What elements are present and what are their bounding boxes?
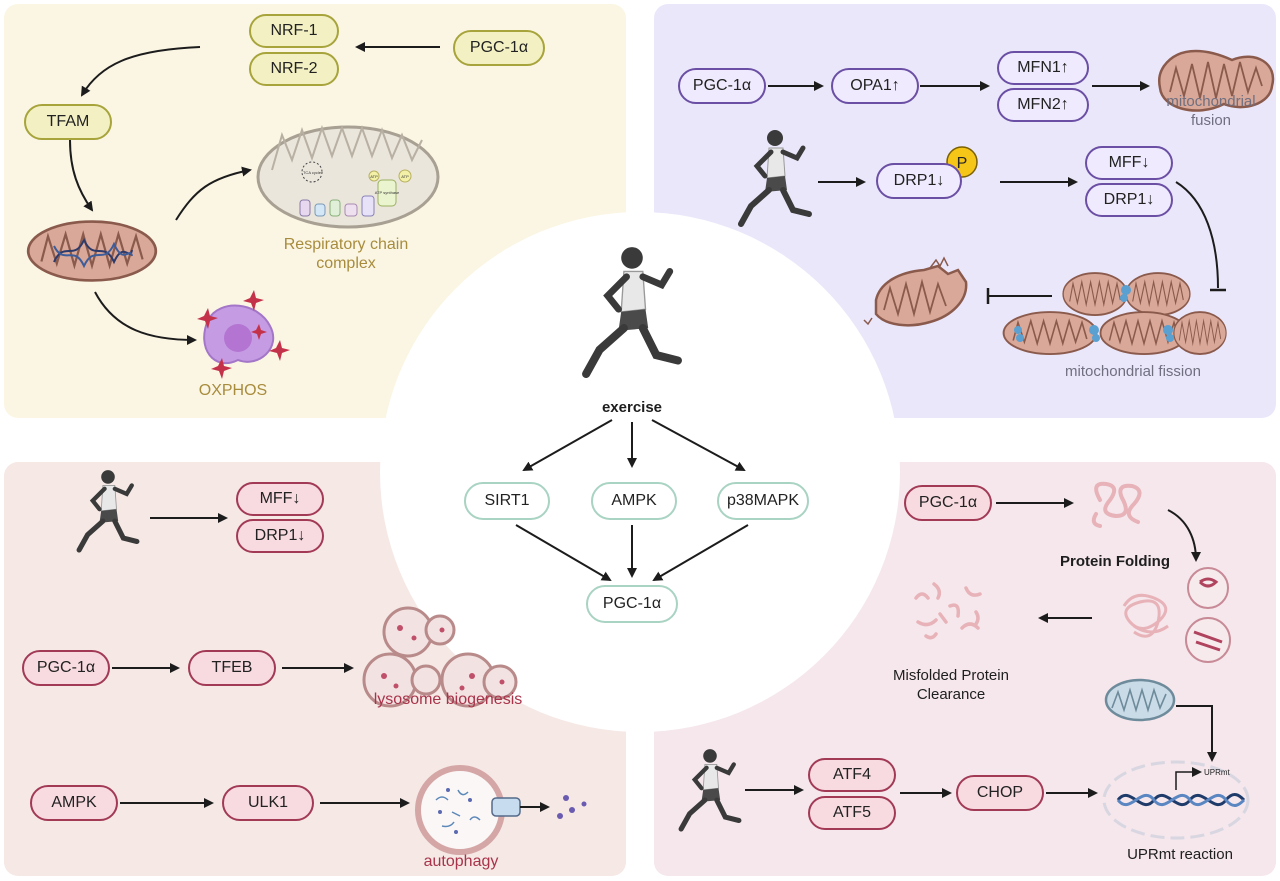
- folded-protein-icon: [1122, 567, 1231, 663]
- arrow-sirt1-to-pgc1a: [515, 524, 612, 582]
- phosphate-label: P: [957, 155, 968, 172]
- pgc1a-node-center: PGC-1α: [586, 585, 678, 623]
- misfolded-fragments-icon: [914, 582, 982, 640]
- pgc1a-node-br: PGC-1α: [904, 485, 992, 521]
- fusion-label: mitochondrial fusion: [1166, 93, 1256, 129]
- drp1-node-bl: DRP1↓: [236, 519, 324, 553]
- arrow-exercise-to-sirt1: [522, 419, 613, 471]
- protein-folding-label: Protein Folding: [1060, 553, 1170, 570]
- pgc1a-node-bl: PGC-1α: [22, 650, 110, 686]
- pgc1a-node-tr: PGC-1α: [678, 68, 766, 104]
- arrow-mito-to-resp-chain: [175, 166, 252, 221]
- arrow-mito-to-dna: [1176, 705, 1217, 762]
- ampk-node-bl: AMPK: [30, 785, 118, 821]
- exercise-label: exercise: [601, 399, 663, 416]
- arrow-nrf-to-tfam: [80, 46, 201, 97]
- arrow-mito-to-oxphos: [94, 291, 197, 345]
- sirt1-node: SIRT1: [464, 482, 550, 520]
- oxphos-icon: [197, 290, 290, 379]
- ampk-node-center: AMPK: [591, 482, 677, 520]
- atp-synthase-label: ATP synthase: [375, 190, 400, 195]
- dna-helix-icon: [1116, 793, 1246, 807]
- uprmt-mitochondrion-icon: [1104, 678, 1176, 722]
- fragmented-mitochondrion-icon: [863, 256, 968, 327]
- mff-node-bl: MFF↓: [236, 482, 324, 516]
- uprmt-small-label: UPRmt: [1204, 768, 1231, 777]
- respiratory-chain-mitochondrion-icon: [256, 124, 440, 229]
- fission-mitochondria-icon: [1002, 272, 1228, 356]
- arrow-exercise-to-p38: [651, 419, 746, 471]
- misfolded-clearance-label: Misfolded Protein Clearance: [893, 667, 1009, 703]
- mfn2-node: MFN2↑: [997, 88, 1089, 122]
- nrf1-node: NRF-1: [249, 14, 339, 48]
- arrow-folding-to-protein: [1167, 509, 1201, 562]
- ulk1-node: ULK1: [222, 785, 314, 821]
- arrow-tfam-to-mito: [69, 139, 94, 212]
- oxphos-label: OXPHOS: [198, 382, 268, 399]
- autophagy-label: autophagy: [423, 853, 499, 870]
- atf4-node: ATF4: [808, 758, 896, 792]
- mff-node-tr: MFF↓: [1085, 146, 1173, 180]
- runner-icon: [741, 130, 809, 224]
- arrow-p38-to-pgc1a: [652, 524, 749, 582]
- uprmt-reaction-label: UPRmt reaction: [1127, 846, 1233, 863]
- p38mapk-node: p38MAPK: [717, 482, 809, 520]
- autophagosome-icon: [415, 765, 587, 855]
- opa1-node: OPA1↑: [831, 68, 919, 104]
- drp1-node-tr: DRP1↓: [1085, 183, 1173, 217]
- drp1-phospho-node: DRP1↓: [876, 163, 962, 199]
- tca-label: TCA cycle: [303, 170, 322, 175]
- chop-node: CHOP: [956, 775, 1044, 811]
- mitochondrion-icon: [26, 220, 158, 282]
- nrf2-node: NRF-2: [249, 52, 339, 86]
- inhibit-arc-fission: [1175, 181, 1219, 289]
- lysosome-icon: [362, 606, 518, 708]
- dna-icon: [53, 237, 133, 265]
- fused-mitochondrion-icon: [1157, 49, 1275, 112]
- pgc1a-node-tl: PGC-1α: [453, 30, 545, 66]
- tfam-node: TFAM: [24, 104, 112, 140]
- runner-icon-br: [681, 749, 739, 829]
- respiratory-chain-label: Respiratory chain complex: [283, 236, 409, 272]
- transcription-arrow: [1175, 767, 1202, 790]
- fission-label: mitochondrial fission: [1065, 363, 1201, 380]
- atf5-node: ATF5: [808, 796, 896, 830]
- atp-label-1: ATP: [370, 174, 378, 179]
- atp-label-2: ATP: [401, 174, 409, 179]
- runner-icon-bl: [79, 470, 137, 550]
- protein-folding-icon: [1091, 481, 1142, 528]
- mfn1-node: MFN1↑: [997, 51, 1089, 85]
- center-runner-icon: [586, 247, 678, 374]
- tfeb-node: TFEB: [188, 650, 276, 686]
- nucleus-outline: [1102, 760, 1250, 840]
- lysosome-label: lysosome biogenesis: [373, 691, 523, 708]
